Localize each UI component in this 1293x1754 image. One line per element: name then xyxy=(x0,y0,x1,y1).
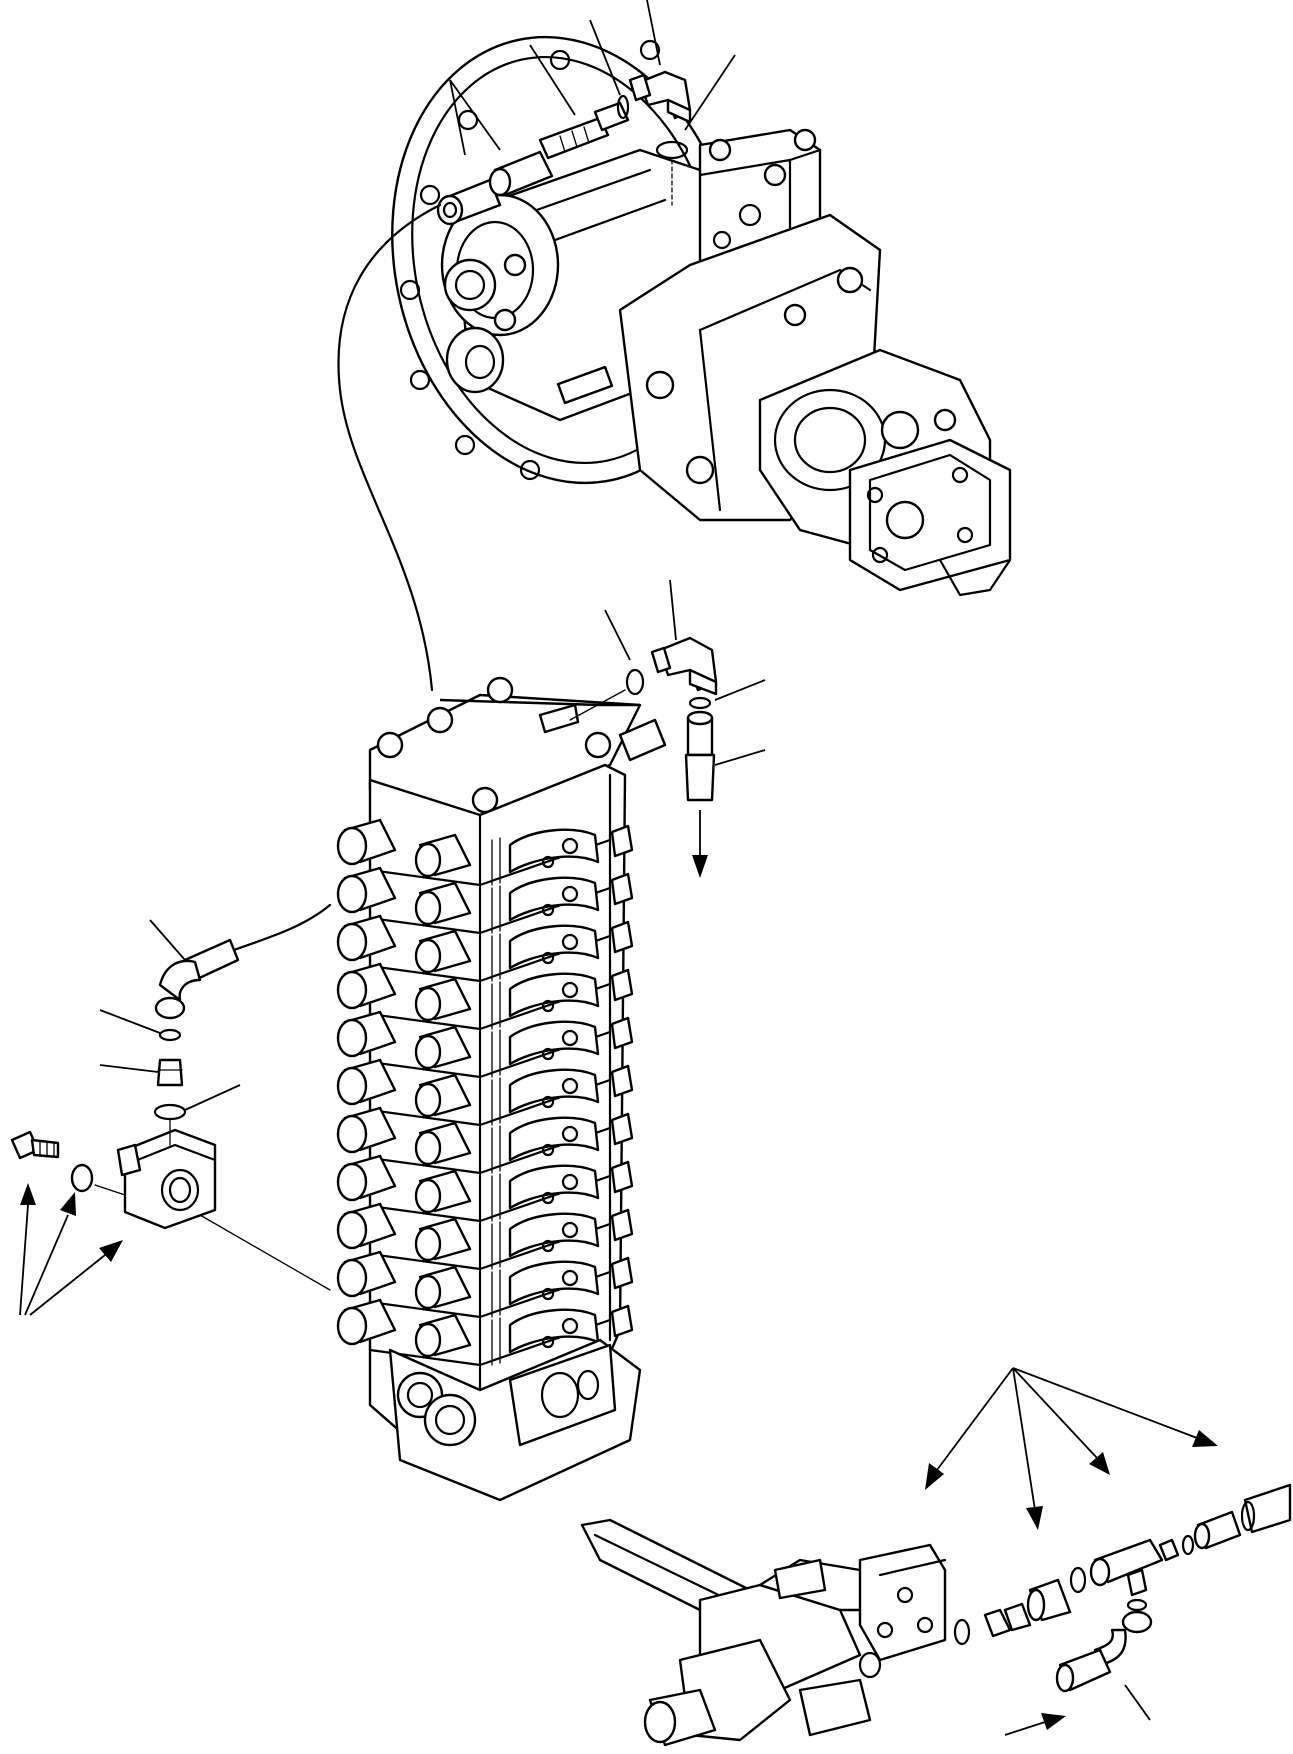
tee-elbow-hose-icon xyxy=(1055,1610,1153,1693)
flange-guide-line xyxy=(94,1184,126,1196)
valve-section xyxy=(336,1010,634,1079)
pedal-adapter-icon xyxy=(983,1602,1032,1638)
valve-nipple-o-ring-icon xyxy=(688,696,712,710)
valve-section xyxy=(336,1058,634,1127)
pilot-hose-icon xyxy=(337,203,442,692)
left-elbow-fitting-icon xyxy=(154,996,186,1020)
valve-section xyxy=(336,1298,634,1367)
tee-fitting-icon xyxy=(1089,1538,1180,1597)
valve-section xyxy=(336,1154,634,1223)
valve-section xyxy=(336,1106,634,1175)
pedal-valve-icon xyxy=(580,1518,947,1747)
pump-port-o-ring-icon xyxy=(655,140,689,206)
flange-washer-icon xyxy=(70,1163,94,1193)
split-flange-icon xyxy=(116,1119,217,1230)
tee-o-ring-2-icon xyxy=(1181,1534,1195,1556)
left-o-ring-lower-icon xyxy=(153,1103,187,1121)
left-hose-icon xyxy=(158,903,332,1002)
pump-o-ring-icon xyxy=(616,94,630,120)
valve-section xyxy=(336,1202,634,1271)
pedal-sleeve-icon xyxy=(1026,1578,1072,1622)
pedal-o-ring-icon xyxy=(953,1618,971,1646)
valve-elbow-fitting-icon xyxy=(650,636,718,696)
indicator-arrows xyxy=(19,1183,1218,1736)
left-adapter-icon xyxy=(156,1058,184,1087)
valve-section xyxy=(336,914,634,983)
pedal-o-ring-3-icon xyxy=(1069,1566,1087,1594)
flange-guide-line-2 xyxy=(199,1214,331,1291)
pump-adapter-icon xyxy=(538,101,630,160)
tee-o-ring-icon xyxy=(1126,1598,1148,1612)
pump-hose-end-icon xyxy=(436,150,554,226)
reference-leaders xyxy=(99,0,1151,1721)
drain-hose-icon xyxy=(684,710,716,878)
pedal-hose-end-icon xyxy=(1193,1483,1292,1550)
valve-section xyxy=(336,818,634,887)
valve-o-ring-icon xyxy=(569,668,645,721)
control-valve-icon xyxy=(336,676,667,1502)
main-pump-icon xyxy=(391,35,1012,597)
valve-section xyxy=(336,962,634,1031)
valve-section xyxy=(336,1250,634,1319)
flange-bolt-icon xyxy=(10,1130,60,1160)
valve-section xyxy=(336,866,634,935)
left-o-ring-upper-icon xyxy=(158,1028,182,1042)
